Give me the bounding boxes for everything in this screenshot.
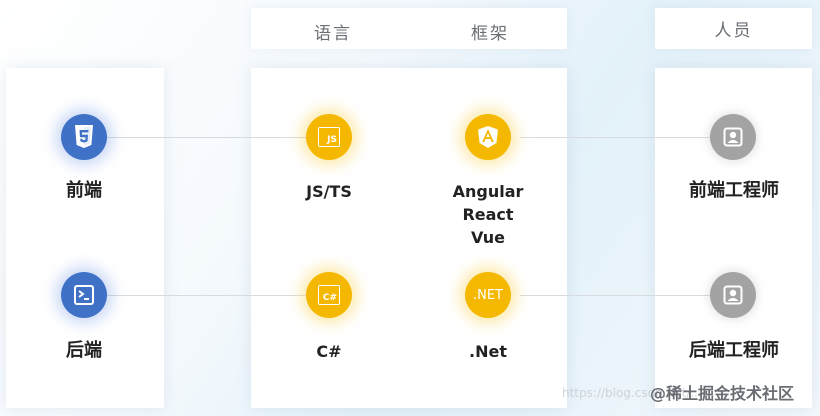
category-frontend: 前端: [66, 180, 102, 201]
csharp-icon-text: C#: [318, 285, 340, 305]
terminal-icon: [61, 272, 107, 318]
connector-backend-left: [107, 295, 306, 296]
tech-panel: [251, 68, 567, 408]
watermark-url: https://blog.csdn.net/...: [562, 386, 702, 400]
header-language-framework: 语言 框架: [251, 8, 567, 49]
person-icon: [710, 272, 756, 318]
html5-icon: [61, 114, 107, 160]
header-framework: 框架: [471, 24, 509, 44]
brand-watermark: @稀土掘金技术社区: [650, 384, 795, 403]
js-icon: JS: [306, 114, 352, 160]
role-frontend: 前端工程师: [689, 180, 779, 201]
framework-dotnet: .Net: [469, 342, 507, 361]
connector-backend-right: [520, 295, 710, 296]
person-icon: [710, 114, 756, 160]
csharp-icon: C#: [306, 272, 352, 318]
frameworks-frontend: Angular React Vue: [440, 180, 536, 249]
framework-vue: Vue: [470, 228, 506, 247]
framework-angular: Angular: [452, 182, 524, 201]
framework-react: React: [462, 205, 514, 224]
header-language: 语言: [314, 24, 352, 44]
angular-icon: [465, 114, 511, 160]
connector-frontend-right: [520, 137, 710, 138]
role-backend: 后端工程师: [689, 340, 779, 361]
connector-frontend-left: [107, 137, 306, 138]
dotnet-icon-text: .NET: [472, 287, 503, 303]
category-backend: 后端: [66, 340, 102, 361]
dotnet-icon: .NET: [465, 272, 511, 318]
language-backend: C#: [316, 342, 342, 361]
header-people: 人员: [655, 8, 812, 49]
language-frontend: JS/TS: [306, 182, 352, 201]
js-icon-text: JS: [318, 127, 340, 147]
